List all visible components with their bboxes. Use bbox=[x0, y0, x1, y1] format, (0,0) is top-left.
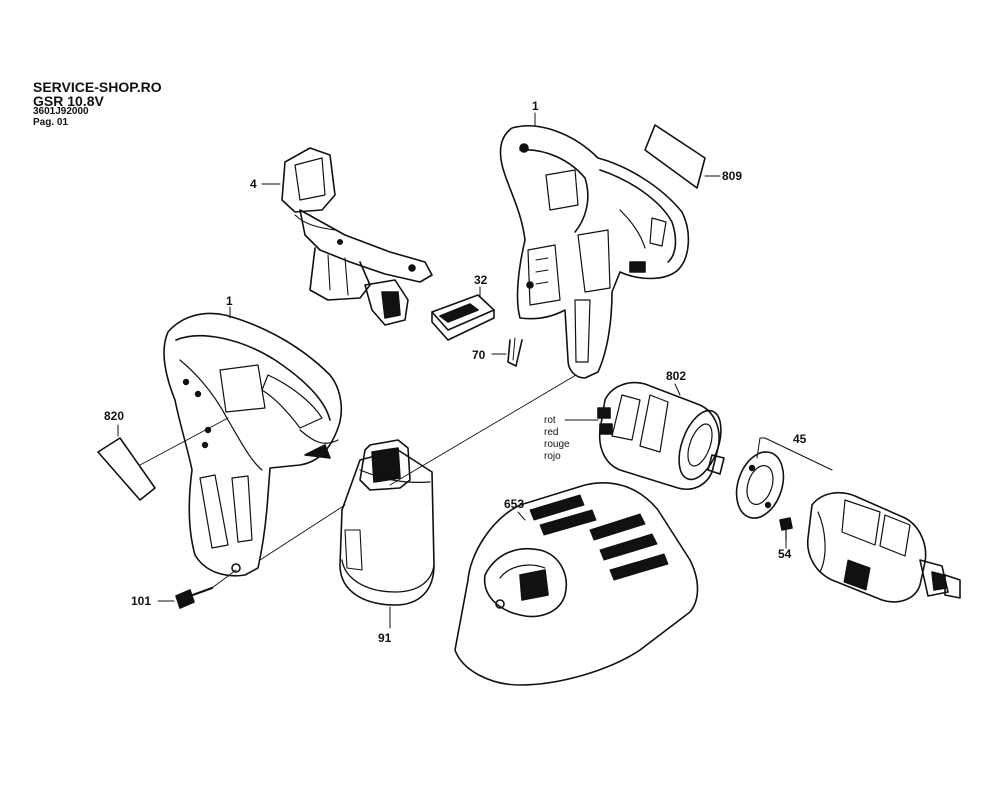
gearbox bbox=[806, 491, 961, 603]
screw-101 bbox=[175, 586, 214, 609]
wire-note-2: red bbox=[544, 427, 559, 438]
screw-54 bbox=[779, 517, 793, 541]
gear-plate bbox=[735, 451, 785, 519]
label-part-809: 809 bbox=[722, 169, 743, 183]
header-site: SERVICE-SHOP.RO bbox=[33, 79, 162, 95]
wire-note-4: rojo bbox=[544, 451, 561, 462]
switch-module bbox=[281, 147, 433, 326]
label-part-91: 91 bbox=[378, 631, 392, 645]
label-part-4: 4 bbox=[250, 177, 257, 191]
label-part-45: 45 bbox=[793, 432, 807, 446]
header-part-number: 3601J92000 bbox=[33, 106, 89, 117]
label-part-820: 820 bbox=[104, 409, 125, 423]
label-part-1-left: 1 bbox=[226, 294, 233, 308]
label-part-32: 32 bbox=[474, 273, 488, 287]
wire-note-3: rouge bbox=[544, 439, 570, 450]
label-820-sticker bbox=[97, 437, 156, 501]
housing-half-left bbox=[163, 312, 343, 577]
label-part-802: 802 bbox=[666, 369, 687, 383]
charger-653 bbox=[454, 482, 699, 686]
clip-70 bbox=[507, 337, 523, 367]
label-part-54: 54 bbox=[778, 547, 792, 561]
label-part-653: 653 bbox=[504, 497, 525, 511]
label-part-101: 101 bbox=[131, 594, 152, 608]
slider-32 bbox=[431, 294, 495, 341]
label-part-70: 70 bbox=[472, 348, 486, 362]
housing-half-right bbox=[499, 125, 690, 379]
header-page: Pag. 01 bbox=[33, 117, 69, 128]
battery-91 bbox=[339, 439, 435, 606]
wire-note-1: rot bbox=[544, 415, 556, 426]
label-part-1-top: 1 bbox=[532, 99, 539, 113]
motor-802 bbox=[597, 381, 725, 490]
label-809-sticker bbox=[644, 124, 706, 189]
header-model: GSR 10.8V bbox=[33, 93, 104, 109]
